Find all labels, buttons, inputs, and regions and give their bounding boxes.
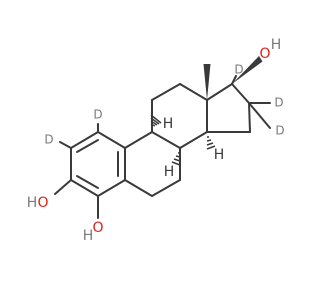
structure-canvas: H O H O O H D D D D D H H H: [27, 37, 285, 244]
h8-hash: [171, 152, 181, 166]
c17-oh-wedge: [232, 56, 263, 84]
bond-c1-c10: [97, 131, 126, 149]
o4-label: O: [92, 220, 103, 236]
bond-c2-c1-inner: [76, 139, 99, 153]
methyl-wedge: [203, 64, 211, 100]
h14-label: H: [214, 147, 225, 163]
bond-c2-c1: [70, 131, 99, 149]
d2-label: D: [44, 133, 53, 147]
bond-c16-c17: [231, 83, 250, 104]
ring-d: [206, 83, 251, 133]
d16b-label: D: [275, 124, 284, 138]
bond-c4-c3: [70, 179, 99, 197]
bond-c9-c10: [124, 131, 153, 149]
bond-c2-d: [59, 141, 72, 149]
bond-c14-c8: [179, 131, 208, 149]
bond-c3-o: [54, 179, 72, 195]
h3-label: H: [27, 195, 38, 211]
o3-label: O: [37, 195, 48, 211]
h17-label: H: [271, 37, 282, 53]
bond-c8-c9: [151, 131, 181, 149]
d1-label: D: [93, 108, 102, 122]
bond-c17-c13: [206, 83, 233, 101]
bond-c4-c3-inner: [76, 175, 99, 189]
bond-c6-c7: [151, 179, 181, 197]
bond-c5-c6: [124, 179, 153, 197]
bond-c5-c4: [97, 179, 126, 197]
d17-label: D: [234, 63, 243, 77]
bond-c16-db: [248, 102, 271, 129]
molecule-drawing: H O H O O H D D D D D H H H: [27, 37, 285, 244]
bond-c12-c13: [179, 83, 208, 101]
h14-hash: [206, 136, 216, 150]
h8-label: H: [164, 164, 175, 180]
ring-a: [70, 131, 126, 197]
bond-c11-c12: [151, 83, 181, 101]
ring-b: [124, 131, 181, 197]
h9-hash: [150, 114, 162, 128]
h9-label: H: [163, 116, 174, 132]
h4-label: H: [83, 228, 94, 244]
d16a-label: D: [274, 96, 283, 110]
ring-c: [151, 83, 208, 149]
bond-c15-c16: [248, 102, 251, 133]
o17-label: O: [259, 46, 270, 62]
bond-c17-d: [231, 75, 237, 85]
